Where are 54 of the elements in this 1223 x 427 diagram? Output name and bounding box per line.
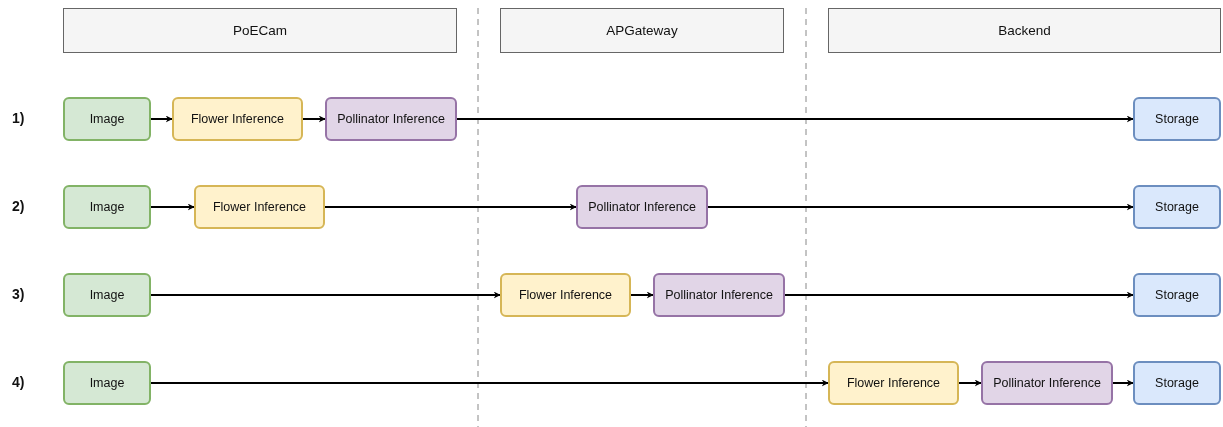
arrow [302, 115, 326, 123]
box-label: Storage [1155, 376, 1199, 390]
box-label: Pollinator Inference [993, 376, 1101, 390]
arrow [707, 203, 1134, 211]
box-label: Flower Inference [518, 288, 613, 302]
process-box [576, 185, 708, 229]
box-label: Image [89, 288, 125, 302]
row-number: 3) [12, 286, 25, 302]
arrow [958, 379, 982, 387]
arrow [324, 203, 577, 211]
process-box [194, 185, 325, 229]
arrow [150, 379, 829, 387]
box-label: Flower Inference [212, 200, 307, 214]
arrow [1112, 379, 1134, 387]
box-label: Pollinator Inference [665, 288, 773, 302]
lane-header [63, 8, 457, 53]
box-label: Pollinator Inference [588, 200, 696, 214]
box-label: PoECam [233, 23, 287, 38]
box-label: Image [89, 200, 125, 214]
process-box [828, 361, 959, 405]
process-box [63, 273, 151, 317]
process-box [325, 97, 457, 141]
box-label: Pollinator Inference [337, 112, 445, 126]
process-box [63, 361, 151, 405]
box-label: Flower Inference [190, 112, 285, 126]
arrow [456, 115, 1134, 123]
box-label: Image [89, 112, 125, 126]
box-label: Image [89, 376, 125, 390]
arrow [784, 291, 1134, 299]
row-number: 1) [12, 110, 25, 126]
process-box [1133, 185, 1221, 229]
row-number: 4) [12, 374, 25, 390]
arrow [150, 203, 195, 211]
process-box [981, 361, 1113, 405]
process-box [63, 97, 151, 141]
process-box [1133, 97, 1221, 141]
box-label: APGateway [606, 23, 678, 38]
process-box [172, 97, 303, 141]
arrow [150, 291, 501, 299]
box-label: Flower Inference [846, 376, 941, 390]
process-box [63, 185, 151, 229]
row-number: 2) [12, 198, 25, 214]
process-box [500, 273, 631, 317]
process-box [1133, 361, 1221, 405]
arrow [150, 115, 173, 123]
process-box [653, 273, 785, 317]
arrow [630, 291, 654, 299]
lane-header [828, 8, 1221, 53]
box-label: Storage [1155, 200, 1199, 214]
box-label: Storage [1155, 112, 1199, 126]
lane-header [500, 8, 784, 53]
box-label: Storage [1155, 288, 1199, 302]
process-box [1133, 273, 1221, 317]
box-label: Backend [998, 23, 1051, 38]
